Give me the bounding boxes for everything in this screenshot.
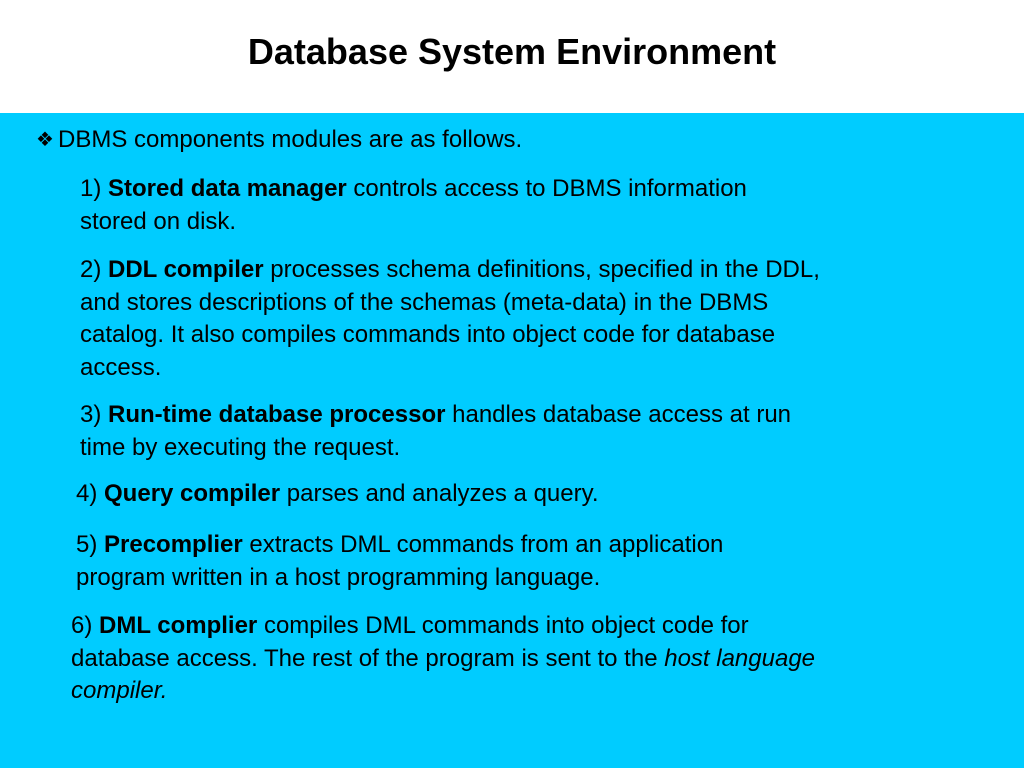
list-item-5: 5) Precomplier extracts DML commands fro… — [76, 529, 976, 594]
item-number: 4) — [76, 480, 98, 507]
item-term: DML complier — [99, 612, 258, 639]
list-item-3: 3) Run-time database processor handles d… — [80, 399, 980, 464]
item-text-italic: compiler. — [71, 677, 168, 704]
item-text: compiles DML commands into object code f… — [263, 612, 749, 639]
intro-text: DBMS components modules are as follows. — [58, 126, 523, 153]
list-item-2: 2) DDL compiler processes schema definit… — [80, 254, 1000, 384]
item-number: 6) — [71, 612, 93, 639]
item-text-italic: host language — [664, 644, 816, 672]
item-term: Precomplier — [104, 531, 243, 558]
item-text: controls access to DBMS information — [353, 175, 747, 202]
item-number: 1) — [80, 175, 102, 202]
item-term: Run-time database processor — [108, 401, 446, 428]
item-text: stored on disk. — [80, 207, 237, 235]
slide-title: Database System Environment — [247, 31, 777, 72]
list-item-1: 1) Stored data manager controls access t… — [80, 173, 980, 238]
list-item-6: 6) DML complier compiles DML commands in… — [71, 610, 991, 708]
item-number: 2) — [80, 256, 102, 283]
item-text: program written in a host programming la… — [76, 563, 601, 591]
item-text: access. — [80, 353, 162, 381]
item-number: 3) — [80, 401, 102, 428]
content-area: ❖DBMS components modules are as follows.… — [0, 113, 1024, 768]
item-text: handles database access at run — [452, 401, 792, 428]
item-text: catalog. It also compiles commands into … — [80, 321, 776, 348]
list-item-4: 4) Query compiler parses and analyzes a … — [76, 478, 976, 511]
item-text: and stores descriptions of the schemas (… — [80, 288, 769, 316]
title-band: Database System Environment — [0, 0, 1024, 113]
item-number: 5) — [76, 531, 98, 558]
diamond-bullet-icon: ❖ — [36, 129, 54, 151]
item-text: database access. The rest of the program… — [71, 644, 658, 672]
item-text: time by executing the request. — [80, 433, 401, 461]
intro-bullet: ❖DBMS components modules are as follows. — [36, 125, 522, 155]
item-term: Query compiler — [104, 480, 281, 507]
item-term: DDL compiler — [108, 256, 264, 283]
item-text: extracts DML commands from an applicatio… — [249, 531, 724, 558]
item-text: processes schema definitions, specified … — [270, 256, 820, 283]
item-term: Stored data manager — [108, 175, 347, 202]
item-text: parses and analyzes a query. — [286, 480, 599, 507]
